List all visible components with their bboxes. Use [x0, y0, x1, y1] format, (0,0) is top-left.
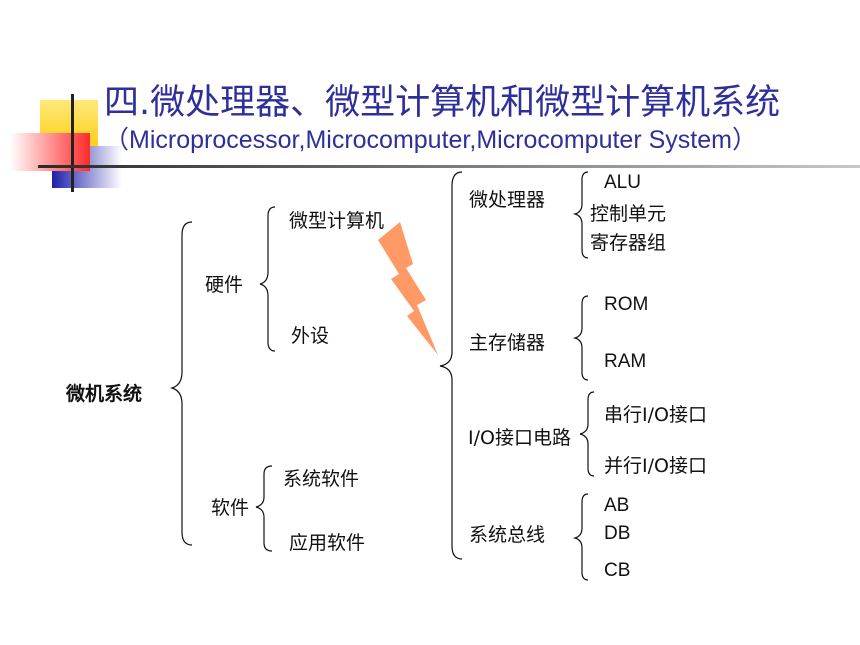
- node-microcomputer: 微型计算机: [289, 210, 385, 232]
- brace-memory: [572, 295, 589, 381]
- node-app-software: 应用软件: [289, 532, 366, 554]
- node-rom: ROM: [604, 294, 649, 315]
- node-db: DB: [604, 523, 631, 544]
- brace-hardware: [259, 206, 276, 352]
- node-bus: 系统总线: [469, 524, 546, 546]
- node-cb: CB: [604, 560, 631, 581]
- node-ab: AB: [604, 495, 630, 516]
- deco-red-bar: [10, 133, 90, 171]
- node-peripheral: 外设: [291, 325, 330, 347]
- node-register-group: 寄存器组: [590, 232, 667, 254]
- lightning-bolt-icon: [378, 222, 438, 355]
- node-system-software: 系统软件: [283, 468, 360, 490]
- node-microprocessor: 微处理器: [469, 189, 546, 211]
- deco-vertical-line: [71, 94, 74, 192]
- page-title: 四.微处理器、微型计算机和微型计算机系统: [104, 83, 781, 123]
- node-ram: RAM: [604, 351, 647, 372]
- node-io-circuit: I/O接口电路: [468, 427, 571, 449]
- node-main-memory: 主存储器: [469, 332, 546, 354]
- brace-root: [169, 221, 193, 546]
- node-root: 微机系统: [66, 383, 143, 405]
- brace-io: [579, 391, 595, 477]
- title-underline: [38, 165, 860, 168]
- node-parallel-io: 并行I/O接口: [604, 455, 707, 477]
- node-alu: ALU: [604, 172, 641, 193]
- node-hardware: 硬件: [205, 274, 244, 296]
- brace-software: [255, 465, 273, 552]
- node-control-unit: 控制单元: [590, 203, 667, 225]
- page-subtitle: （Microprocessor,Microcomputer,Microcompu…: [104, 126, 757, 154]
- brace-microprocessor: [572, 171, 589, 259]
- brace-microcomputer: [439, 171, 463, 560]
- node-software: 软件: [211, 497, 250, 519]
- brace-bus: [572, 493, 589, 581]
- node-serial-io: 串行I/O接口: [604, 404, 707, 426]
